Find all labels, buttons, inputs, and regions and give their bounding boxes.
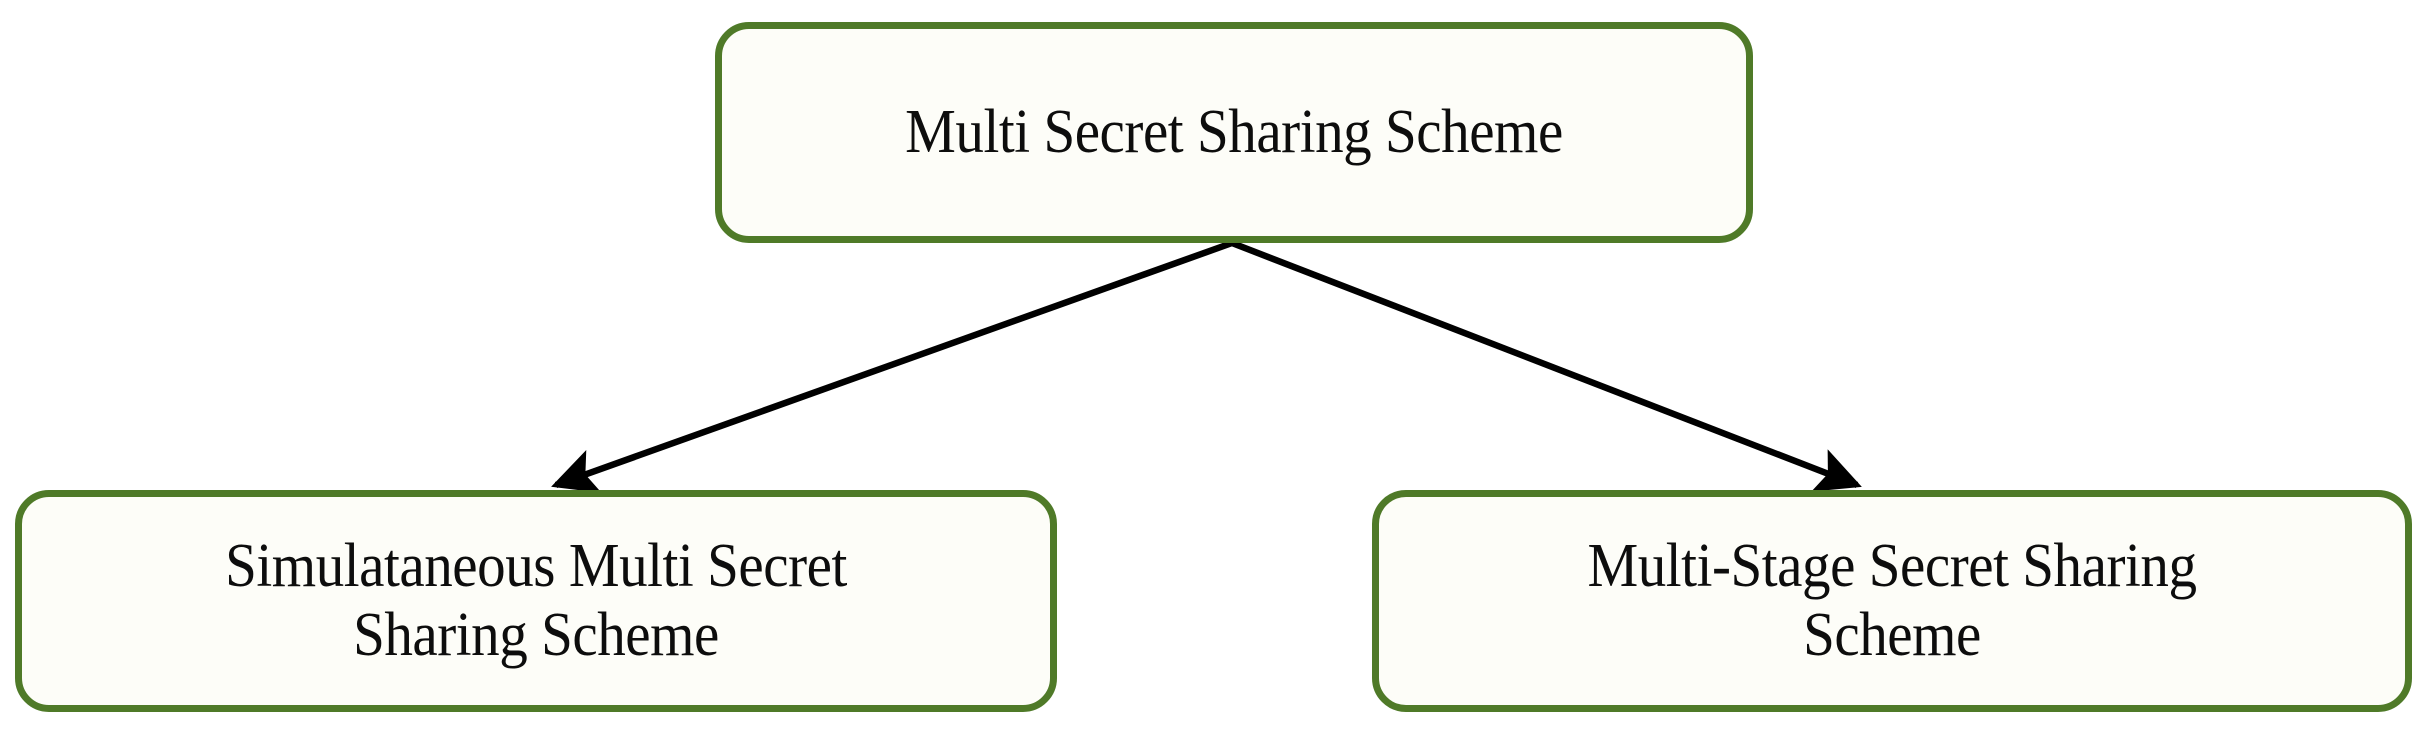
- edge-root-to-simultaneous: [551, 239, 1234, 493]
- node-multi-stage-secret-sharing-scheme[interactable]: Multi-Stage Secret Sharing Scheme: [1372, 490, 2412, 712]
- node-simultaneous-multi-secret-sharing-scheme[interactable]: Simulataneous Multi Secret Sharing Schem…: [15, 490, 1057, 712]
- node-multi-secret-sharing-scheme[interactable]: Multi Secret Sharing Scheme: [715, 22, 1753, 243]
- edge-root-to-multistage: [1230, 239, 1862, 492]
- node-label: Multi Secret Sharing Scheme: [905, 97, 1563, 166]
- node-label: Multi-Stage Secret Sharing Scheme: [1587, 531, 2197, 669]
- node-label: Simulataneous Multi Secret Sharing Schem…: [225, 531, 847, 669]
